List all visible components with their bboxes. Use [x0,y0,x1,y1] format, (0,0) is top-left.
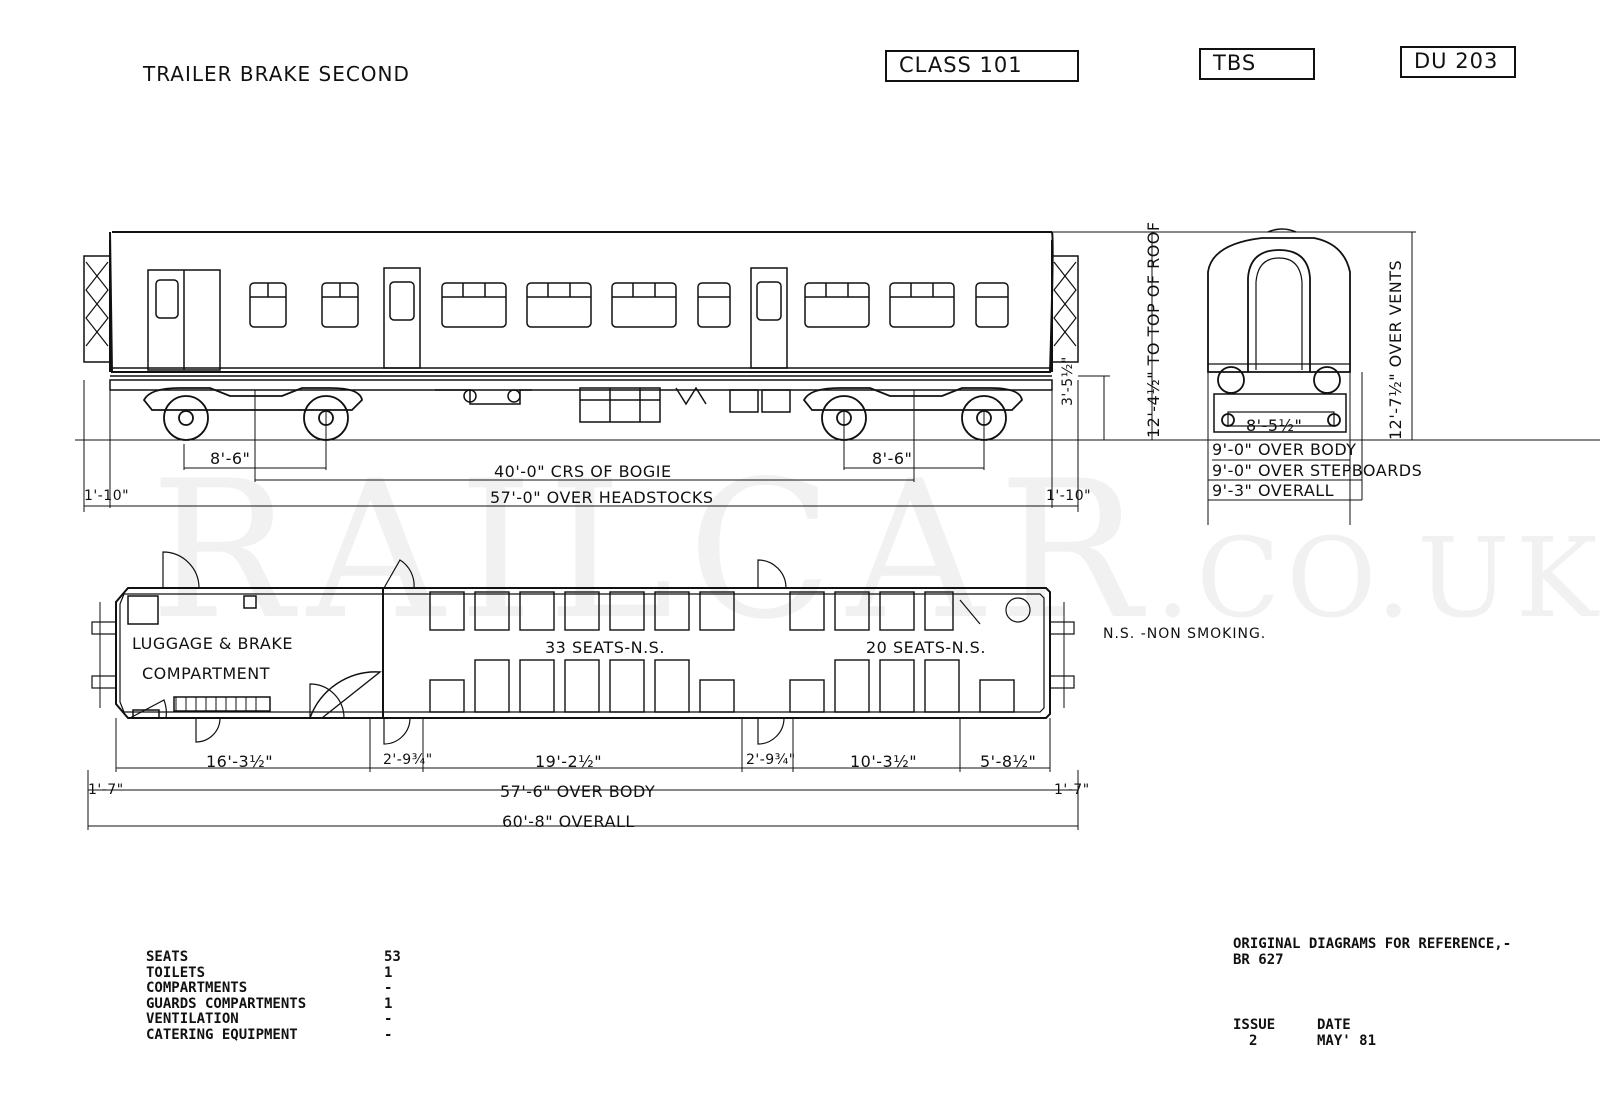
dim-buffer-left: 1'-10" [84,488,130,504]
spec-value: - [384,1011,393,1027]
non-smoking-note: N.S. -NON SMOKING. [1103,626,1267,642]
specs-table: SEATS 53 TOILETS 1 COMPARTMENTS - GUARDS CO… [146,949,401,1044]
watermark-suffix: .CO.UK [1155,514,1600,642]
type-code-box: TBS [1199,48,1315,80]
date-value: MAY' 81 [1317,1033,1377,1049]
spec-value: 53 [384,949,401,965]
dim-end-over-stepboards: 9'-0" OVER STEPBOARDS [1212,461,1423,480]
watermark-main: RAILCAR [150,440,1156,661]
dim-saloon-2: 10'-3½" [850,752,918,771]
spec-row: COMPARTMENTS - [146,980,401,997]
reference-block: ORIGINAL DIAGRAMS FOR REFERENCE,- BR 627 [1233,936,1511,968]
dim-end-over-body: 9'-0" OVER BODY [1212,440,1357,459]
dim-bogie-wheelbase-right: 8'-6" [872,449,913,468]
plan-luggage-fittings [127,595,271,719]
side-dimension-lines [83,231,1400,512]
plan-body [91,587,1075,719]
spec-row: CATERING EQUIPMENT - [146,1026,401,1044]
spec-value: 1 [384,964,393,981]
dim-vestibule-1: 2'-9¾" [383,752,433,768]
spec-row: TOILETS 1 [146,964,401,982]
spec-value: - [384,1026,393,1043]
dim-height-roof: 12'-4½" TO TOP OF ROOF [1144,221,1163,438]
dim-over-headstocks: 57'-0" OVER HEADSTOCKS [490,488,714,507]
spec-label: VENTILATION [146,1011,239,1027]
spec-label: COMPARTMENTS [146,980,248,996]
drawing-title: TRAILER BRAKE SECOND [143,62,410,86]
dim-end-right: 1'-7" [1054,782,1090,798]
side-windows [249,282,1009,328]
plan-luggage-label-2: COMPARTMENT [142,664,271,683]
side-doors [147,267,788,371]
plan-dimension-lines [87,718,1079,830]
plan-seats-20: 20 SEATS-N.S. [866,638,986,657]
spec-value: - [384,980,393,996]
dim-toilet: 5'-8½" [980,752,1037,771]
side-underframe [435,386,791,423]
dim-plan-overall: 60'-8" OVERALL [502,812,635,831]
dim-buffer-right: 1'-10" [1046,488,1092,504]
plan-door-swings [129,551,1031,745]
reference-line-1: ORIGINAL DIAGRAMS FOR REFERENCE,- [1233,936,1512,952]
issue-block: ISSUE DATE 2 MAY' 81 [1233,1017,1376,1049]
reference-line-2: BR 627 [1233,952,1284,968]
plan-seats [429,591,1015,713]
dim-saloon-1: 19'-2½" [535,752,603,771]
watermark: RAILCAR.CO.UK [150,440,1600,661]
spec-row: SEATS 53 [146,949,401,966]
dim-height-vents: 12'-7½" OVER VENTS [1386,259,1405,440]
dim-end-left: 1'-7" [88,782,124,798]
spec-value: 1 [384,995,393,1012]
diagram-code-box: DU 203 [1400,46,1516,78]
spec-row: VENTILATION - [146,1011,401,1028]
side-bogies [142,387,1023,441]
dim-bogie-wheelbase-left: 8'-6" [210,449,251,468]
dim-plan-over-body: 57'-6" OVER BODY [500,782,656,801]
plan-luggage-label-1: LUGGAGE & BRAKE [132,634,293,653]
plan-seats-33: 33 SEATS-N.S. [545,638,665,657]
issue-label: ISSUE [1233,1017,1276,1033]
dim-vestibule-2: 2'-9¾" [746,752,796,768]
issue-value: 2 [1249,1033,1258,1049]
date-label: DATE [1317,1017,1351,1033]
side-elevation-body [83,231,1079,391]
spec-label: GUARDS COMPARTMENTS [146,995,307,1012]
spec-row: GUARDS COMPARTMENTS 1 [146,995,401,1013]
spec-label: CATERING EQUIPMENT [146,1026,298,1043]
dim-luggage: 16'-3½" [206,752,274,771]
spec-label: SEATS [146,949,189,965]
dim-buffer-height: 3'-5½" [1060,356,1076,406]
end-elevation [1207,228,1416,525]
dim-end-overall: 9'-3" OVERALL [1212,481,1335,500]
dim-bogie-centres: 40'-0" CRS OF BOGIE [494,462,672,481]
dim-bogie-gauge: 8'-5½" [1246,416,1303,435]
spec-label: TOILETS [146,964,206,981]
class-label-box: CLASS 101 [885,50,1079,82]
